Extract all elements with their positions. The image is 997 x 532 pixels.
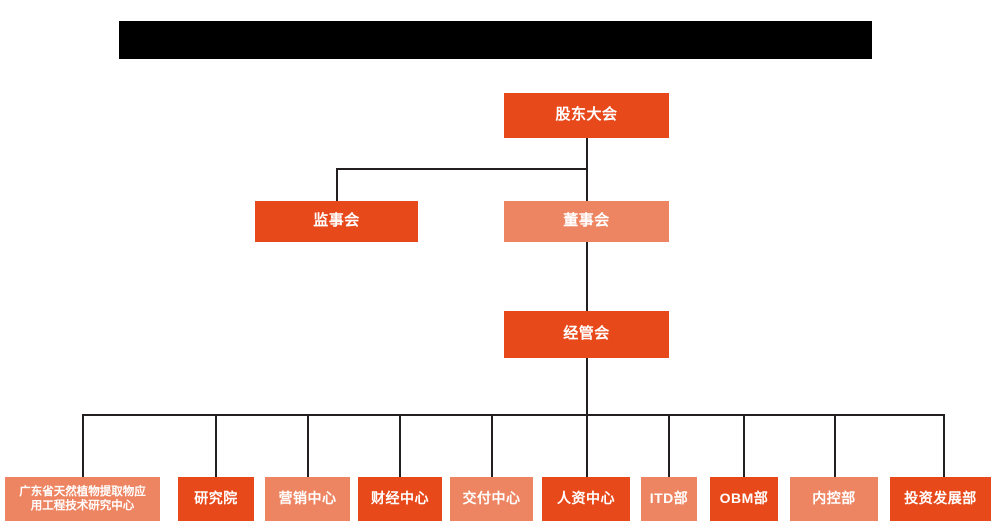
node-label-supervisors: 监事会 — [313, 212, 360, 230]
connector-shareholders-down — [586, 138, 588, 169]
connector-drop-itd — [668, 414, 670, 477]
node-internal-control-department[interactable]: 内控部 — [790, 477, 878, 521]
connector-drop-institute — [215, 414, 217, 477]
node-board-of-directors[interactable]: 董事会 — [504, 201, 669, 242]
connector-drop-research-center — [82, 414, 84, 477]
node-label-delivery: 交付中心 — [462, 490, 521, 507]
node-obm-department[interactable]: OBM部 — [710, 477, 778, 521]
connector-shareholders-bus — [336, 168, 588, 170]
connector-management-down — [586, 358, 588, 415]
connector-drop-marketing — [307, 414, 309, 477]
node-hr-center[interactable]: 人资中心 — [542, 477, 630, 521]
connector-board-drop — [586, 168, 588, 201]
node-label-investment: 投资发展部 — [904, 490, 977, 507]
node-label-internal-control: 内控部 — [812, 490, 856, 507]
connector-drop-finance — [399, 414, 401, 477]
connector-drop-hr — [586, 414, 588, 477]
connector-supervisors-drop — [336, 168, 338, 201]
node-label-hr: 人资中心 — [557, 490, 615, 507]
connector-drop-delivery — [491, 414, 493, 477]
node-investment-development-department[interactable]: 投资发展部 — [890, 477, 991, 521]
node-label-itd: ITD部 — [649, 490, 689, 507]
node-label-marketing: 营销中心 — [278, 490, 337, 507]
node-finance-center[interactable]: 财经中心 — [358, 477, 442, 521]
node-label-research-center-line1: 广东省天然植物提取物应 — [19, 485, 146, 498]
node-label-research-center-line2: 用工程技术研究中心 — [30, 500, 135, 512]
node-institute[interactable]: 研究院 — [178, 477, 254, 521]
node-label-management: 经管会 — [563, 325, 610, 343]
node-label-finance: 财经中心 — [371, 490, 429, 507]
node-supervisory-board[interactable]: 监事会 — [255, 201, 418, 242]
node-label-shareholders: 股东大会 — [555, 106, 618, 124]
node-delivery-center[interactable]: 交付中心 — [450, 477, 533, 521]
node-shareholders-meeting[interactable]: 股东大会 — [504, 93, 669, 138]
node-research-center[interactable]: 广东省天然植物提取物应 用工程技术研究中心 — [5, 477, 160, 521]
node-label-institute: 研究院 — [194, 490, 238, 507]
node-itd-department[interactable]: ITD部 — [641, 477, 697, 521]
node-label-board: 董事会 — [563, 212, 610, 230]
connector-drop-investment — [943, 414, 945, 477]
redacted-title-bar — [119, 21, 872, 59]
connector-drop-obm — [743, 414, 745, 477]
node-management-committee[interactable]: 经管会 — [504, 311, 669, 358]
connector-board-to-management — [586, 241, 588, 311]
connector-drop-internal-control — [834, 414, 836, 477]
node-label-obm: OBM部 — [719, 490, 769, 507]
connector-departments-bus — [82, 414, 944, 416]
node-marketing-center[interactable]: 营销中心 — [265, 477, 350, 521]
